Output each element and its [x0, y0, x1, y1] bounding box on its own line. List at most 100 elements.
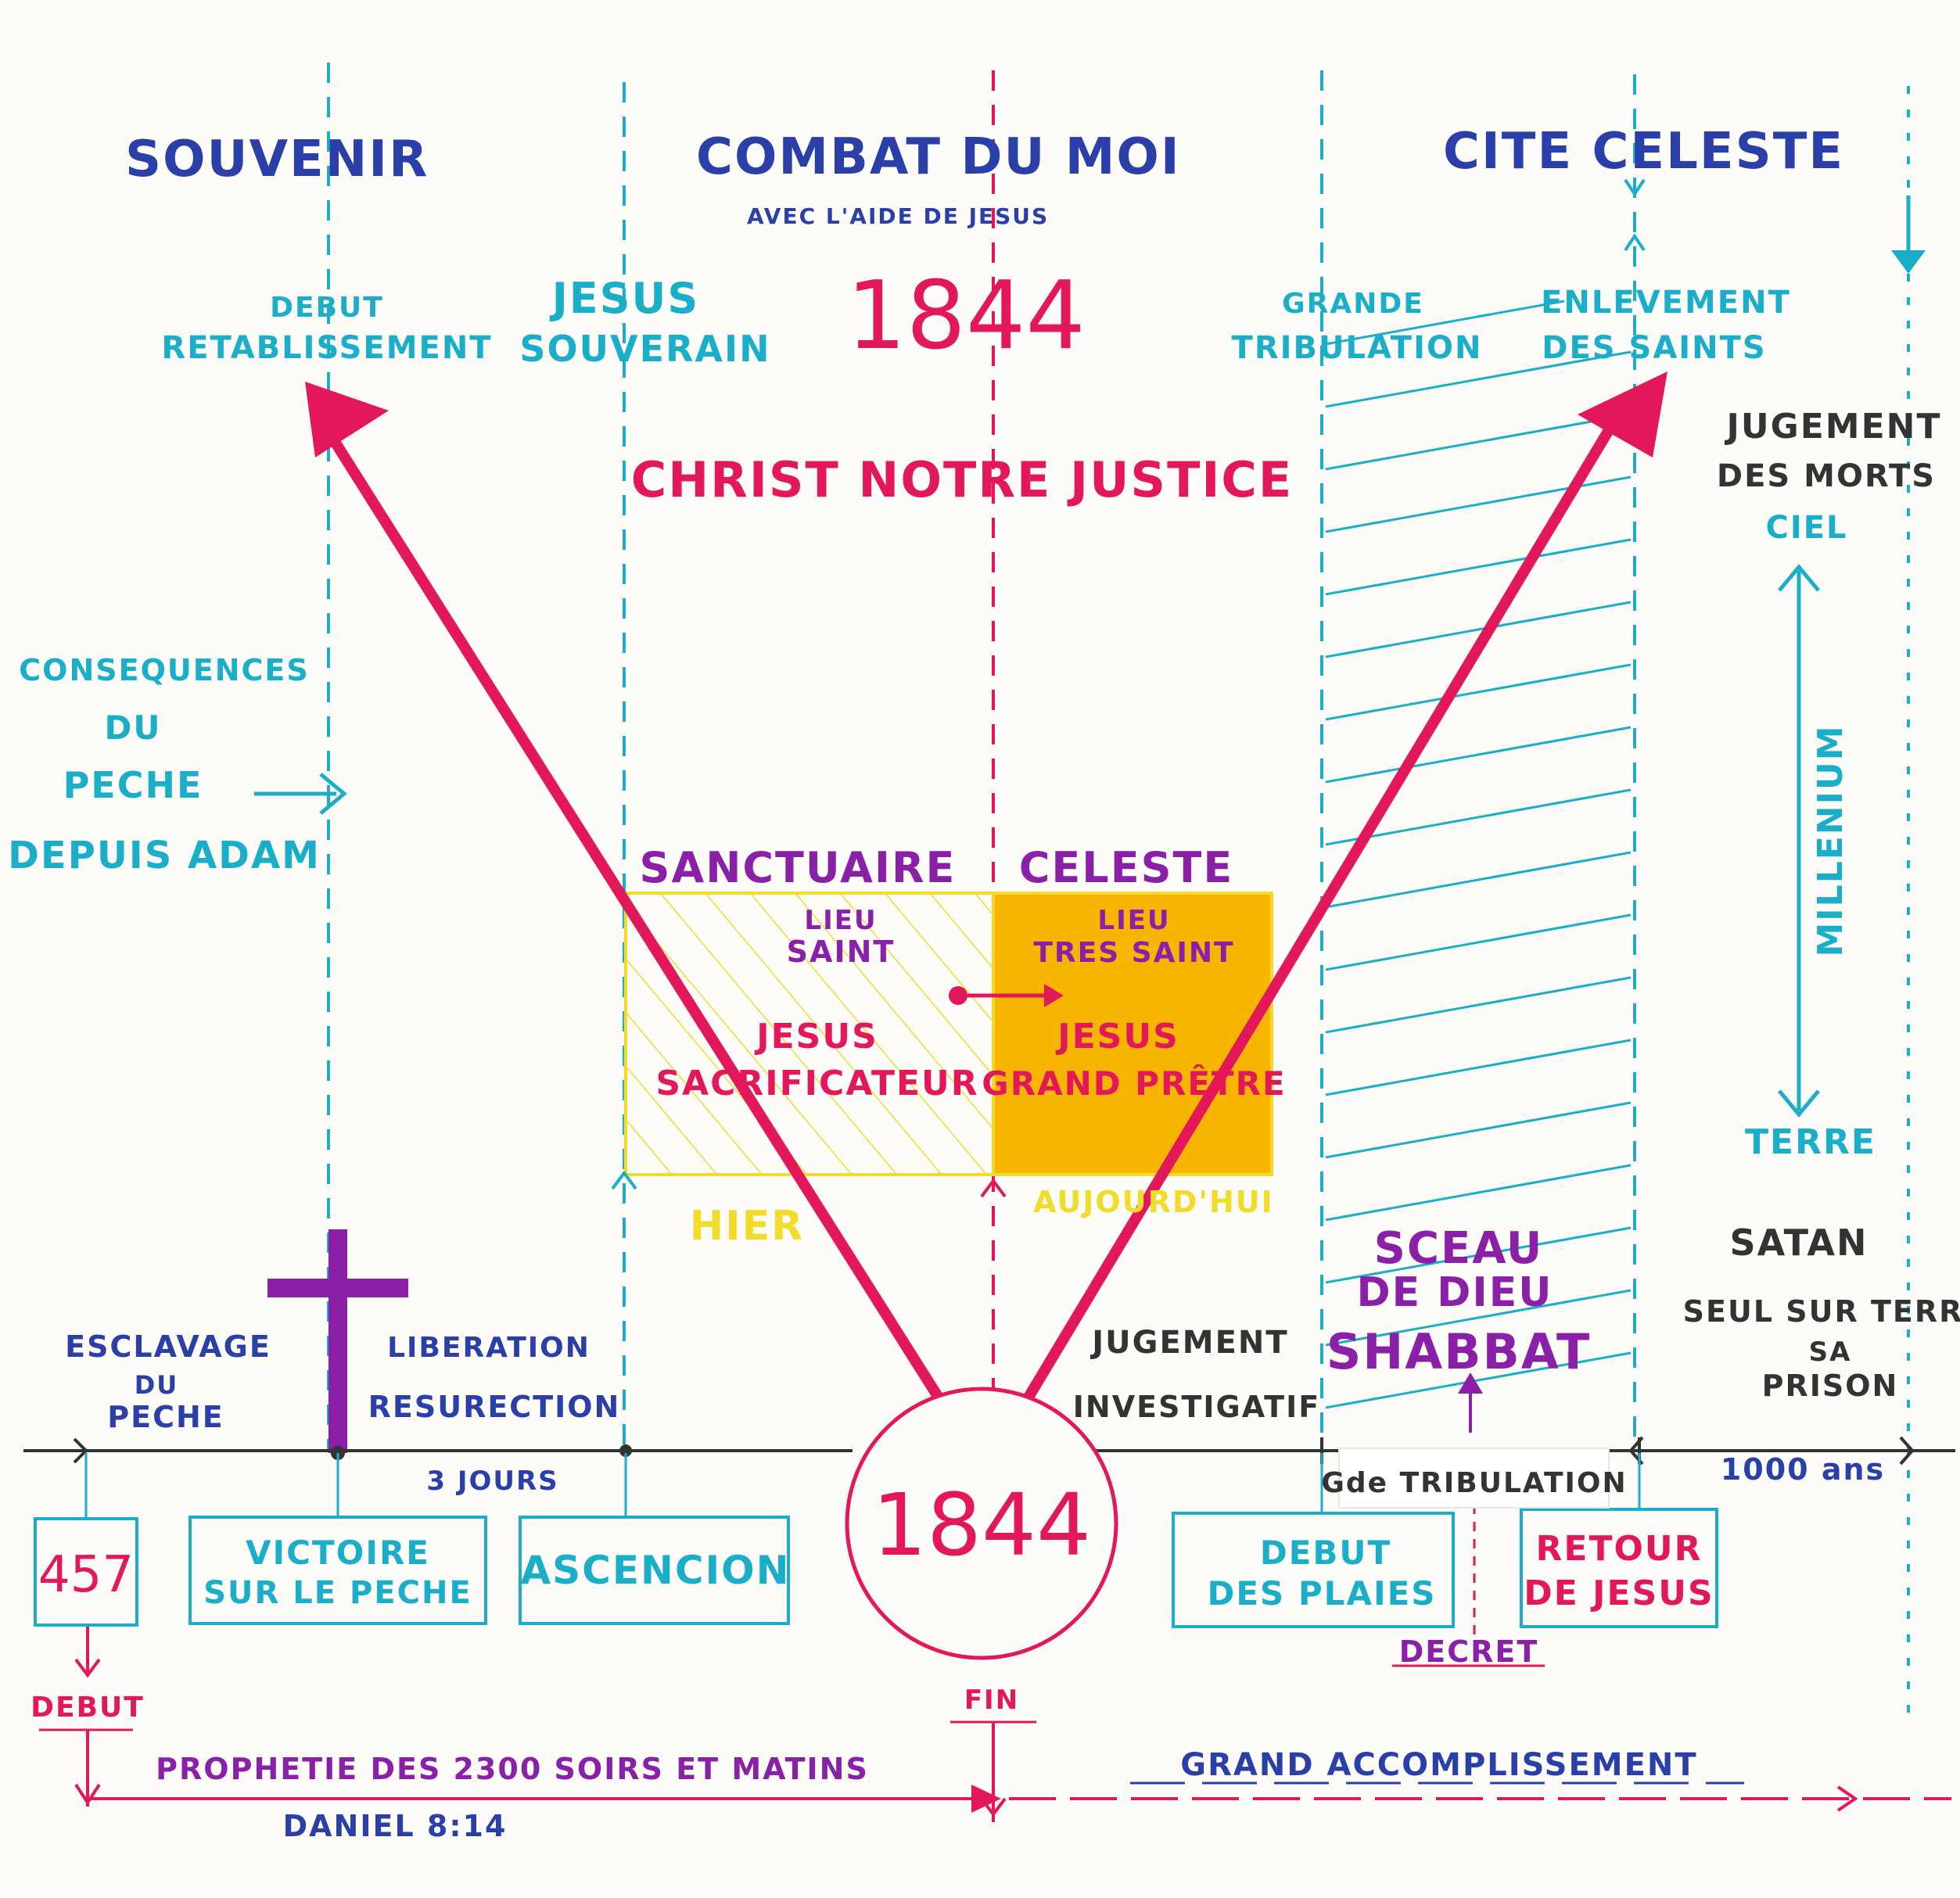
- label-sanctuaire: SANCTUAIRE: [640, 843, 957, 892]
- box-victoire-line2: SUR LE PECHE: [203, 1575, 472, 1611]
- label-lieu-2: LIEU: [1097, 905, 1170, 936]
- box-victoire: [188, 1516, 487, 1625]
- box-debut-plaies: [1172, 1512, 1455, 1628]
- label-debut: DEBUT: [270, 292, 384, 324]
- right-down-arrow-icon: [1891, 250, 1926, 274]
- box-retour: [1520, 1508, 1718, 1628]
- label-depuis-adam: DEPUIS ADAM: [8, 834, 321, 877]
- label-saint: SAINT: [787, 935, 896, 969]
- label-souverain: SOUVERAIN: [519, 328, 770, 370]
- gde-tribulation-label-box: [1338, 1448, 1610, 1509]
- header-combat-sub: AVEC L'AIDE DE JESUS: [747, 203, 1049, 229]
- label-grand-pretre: GRAND PRÊTRE: [982, 1064, 1286, 1103]
- label-consequences: CONSEQUENCES: [19, 653, 309, 687]
- header-souvenir: SOUVENIR: [125, 131, 429, 188]
- ciel-arrow-icon: [1778, 564, 1820, 592]
- label-terre: TERRE: [1745, 1122, 1876, 1162]
- label-esclavage: ESCLAVAGE: [65, 1329, 271, 1364]
- label-tribulation: TRIBULATION: [1232, 330, 1483, 366]
- label-grand-accomplissement: GRAND ACCOMPLISSEMENT: [1180, 1747, 1697, 1783]
- prophecy-lines: [39, 1664, 1951, 1822]
- label-des-saints: DES SAINTS: [1542, 330, 1766, 366]
- label-prophetie: PROPHETIE DES 2300 SOIRS ET MATINS: [156, 1752, 869, 1786]
- box-victoire-line1: VICTOIRE: [246, 1534, 430, 1572]
- left-v-arrow-head: [305, 382, 389, 457]
- label-fin: FIN: [964, 1685, 1019, 1716]
- label-shabbat: SHABBAT: [1326, 1323, 1592, 1380]
- label-aujourdhui: AUJOURD'HUI: [1033, 1185, 1274, 1219]
- cross-icon: [267, 1229, 408, 1453]
- header-combat: COMBAT DU MOI: [696, 128, 1181, 186]
- label-liberation: LIBERATION: [387, 1332, 591, 1364]
- year-1844-circle: [845, 1387, 1118, 1660]
- lieu-tres-saint-area: [992, 892, 1273, 1176]
- label-enlevement: ENLEVEMENT: [1541, 285, 1791, 321]
- box-457: [34, 1517, 138, 1627]
- box-retour-line2: DE JESUS: [1524, 1573, 1714, 1613]
- right-v-arrow: [1019, 423, 1617, 1407]
- label-debut-bottom: DEBUT: [31, 1692, 145, 1724]
- consequences-arrow-icon: [319, 773, 347, 815]
- label-jesus-right: JESUS: [1055, 1017, 1179, 1057]
- year-1844-circle-text: 1844: [872, 1475, 1091, 1575]
- christ-notre-justice: CHRIST NOTRE JUSTICE: [631, 451, 1294, 508]
- label-hier: HIER: [690, 1203, 804, 1250]
- small-arrows: [74, 178, 1926, 1678]
- box-retour-line1: RETOUR: [1536, 1529, 1703, 1569]
- label-retablissement: RETABLISSEMENT: [161, 330, 492, 366]
- hier-arrow-icon: [611, 1170, 637, 1190]
- move-arrow-head: [1044, 984, 1064, 1007]
- lieu-saint-area: [624, 892, 995, 1176]
- label-seul-sur-terre: SEUL SUR TERRE: [1683, 1294, 1960, 1329]
- label-peche-2: PECHE: [107, 1400, 224, 1434]
- aujourdhui-arrow-icon: [980, 1178, 1007, 1198]
- tribulation-hatching: [1325, 300, 1632, 1409]
- box-ascencion-text: ASCENCION: [520, 1548, 790, 1593]
- box-457-text: 457: [38, 1546, 134, 1604]
- label-sa: SA: [1809, 1336, 1852, 1368]
- label-3-jours: 3 JOURS: [426, 1466, 558, 1497]
- label-prison: PRISON: [1762, 1369, 1899, 1403]
- right-v-arrow-head: [1578, 371, 1667, 457]
- event-boxes: [34, 1508, 1718, 1628]
- label-gde-tribulation: Gde TRIBULATION: [1321, 1467, 1627, 1499]
- label-jugement: JUGEMENT: [1725, 407, 1942, 447]
- shabbat-arrow-icon: [1458, 1372, 1483, 1394]
- label-sacrificateur: SACRIFICATEUR: [655, 1064, 978, 1103]
- label-du-2: DU: [135, 1370, 179, 1400]
- label-jesus: JESUS: [549, 274, 700, 323]
- header-cite-celeste: CITE CELESTE: [1443, 123, 1844, 181]
- v-arrows: [305, 371, 1667, 1407]
- label-celeste: CELESTE: [1019, 843, 1233, 892]
- label-jugement-investigatif-2: INVESTIGATIF: [1073, 1390, 1320, 1424]
- label-1000-ans: 1000 ans: [1721, 1452, 1885, 1487]
- label-jugement-investigatif-1: JUGEMENT: [1089, 1325, 1288, 1361]
- label-millenium: MILLENIUM: [1811, 725, 1851, 957]
- label-lieu-1: LIEU: [804, 905, 877, 936]
- label-decret: DECRET: [1399, 1634, 1539, 1669]
- left-v-arrow: [328, 435, 947, 1407]
- label-tres-saint: TRES SAINT: [1033, 937, 1234, 969]
- label-de-dieu: DE DIEU: [1356, 1269, 1553, 1316]
- label-grande: GRANDE: [1282, 288, 1424, 320]
- label-jesus-left: JESUS: [754, 1017, 878, 1057]
- debut-arrow-icon: [74, 1658, 101, 1678]
- label-resurrection: RESURECTION: [368, 1390, 621, 1424]
- up-arrow-icon: [1624, 233, 1646, 252]
- box-ascencion: [519, 1516, 790, 1625]
- sanctuary: [624, 892, 1273, 1176]
- terre-arrow-icon: [1778, 1089, 1820, 1118]
- box-debut-plaies-line2: DES PLAIES: [1207, 1574, 1436, 1613]
- label-du: DU: [105, 709, 162, 747]
- label-ciel: CIEL: [1765, 510, 1847, 546]
- box-debut-plaies-line1: DEBUT: [1260, 1534, 1391, 1572]
- label-sceau: SCEAU: [1374, 1223, 1544, 1274]
- label-satan: SATAN: [1729, 1222, 1868, 1264]
- label-peche: PECHE: [63, 764, 203, 806]
- down-arrow-icon: [1624, 178, 1646, 197]
- year-1844-top: 1844: [846, 262, 1085, 371]
- label-daniel: DANIEL 8:14: [283, 1809, 508, 1843]
- label-des-morts: DES MORTS: [1717, 458, 1936, 494]
